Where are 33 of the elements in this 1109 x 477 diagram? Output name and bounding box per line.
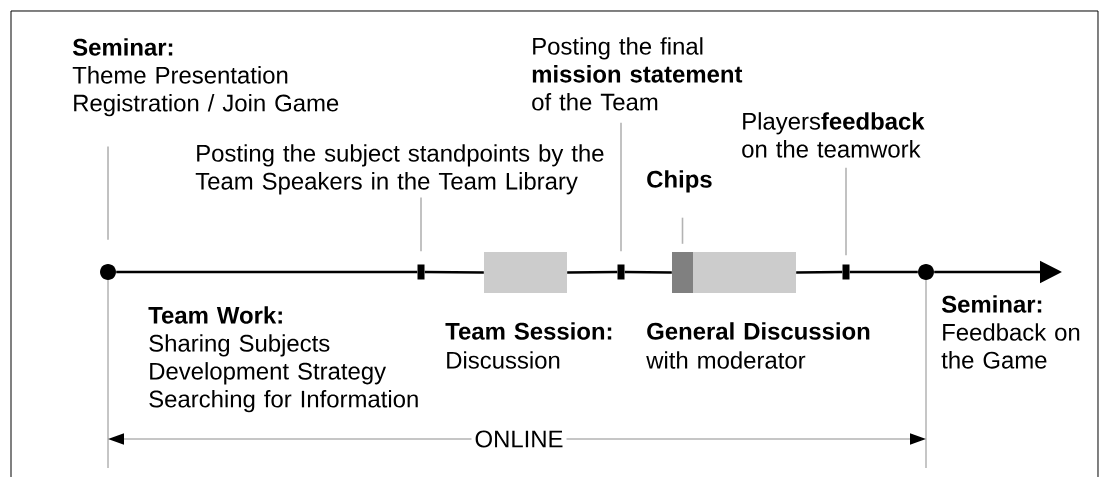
annotation-text: Seminar: Theme Presentation Registration / Join Game xyxy=(72,38,339,117)
milestone-dot xyxy=(100,264,116,280)
annotation-text: Playersfeedback on the teamwork xyxy=(742,112,925,158)
leader-line xyxy=(107,145,109,241)
timeline-segment xyxy=(849,270,918,274)
phase-heading: Team Work: xyxy=(148,306,282,324)
phase-description: Sharing Subjects Development Strategy Searching for Information xyxy=(149,334,418,413)
annotation-text: Posting the subject standpoints by the Team Speakers in the Team Library xyxy=(195,144,604,195)
session-bar xyxy=(484,252,567,293)
phase-description: with moderator xyxy=(646,351,806,369)
leader-line xyxy=(420,196,422,253)
phase-heading: General Discussion xyxy=(647,322,870,340)
milestone-tick xyxy=(617,264,625,280)
timeline-segment xyxy=(116,270,418,274)
leader-line xyxy=(845,167,847,257)
phase-heading: Seminar: xyxy=(941,295,1042,313)
leader-line xyxy=(620,121,622,253)
online-label: ONLINE xyxy=(471,427,567,451)
annotation-text: Chips xyxy=(647,170,712,193)
phase-heading: Team Session: xyxy=(445,322,612,340)
phase-description: Discussion xyxy=(447,351,560,369)
leader-line xyxy=(681,216,684,245)
timeline-segment xyxy=(624,270,672,274)
chips-bar xyxy=(672,252,693,293)
timeline-segment xyxy=(424,270,484,274)
milestone-tick xyxy=(417,264,425,280)
milestone-dot xyxy=(918,264,934,280)
milestone-tick xyxy=(842,264,850,280)
timeline-segment xyxy=(796,270,843,274)
annotation-text: Posting the final mission statement of the Team xyxy=(532,37,743,111)
timeline-segment xyxy=(567,270,618,274)
phase-description: Feedback on the Game xyxy=(941,323,1080,369)
session-bar xyxy=(693,252,796,293)
